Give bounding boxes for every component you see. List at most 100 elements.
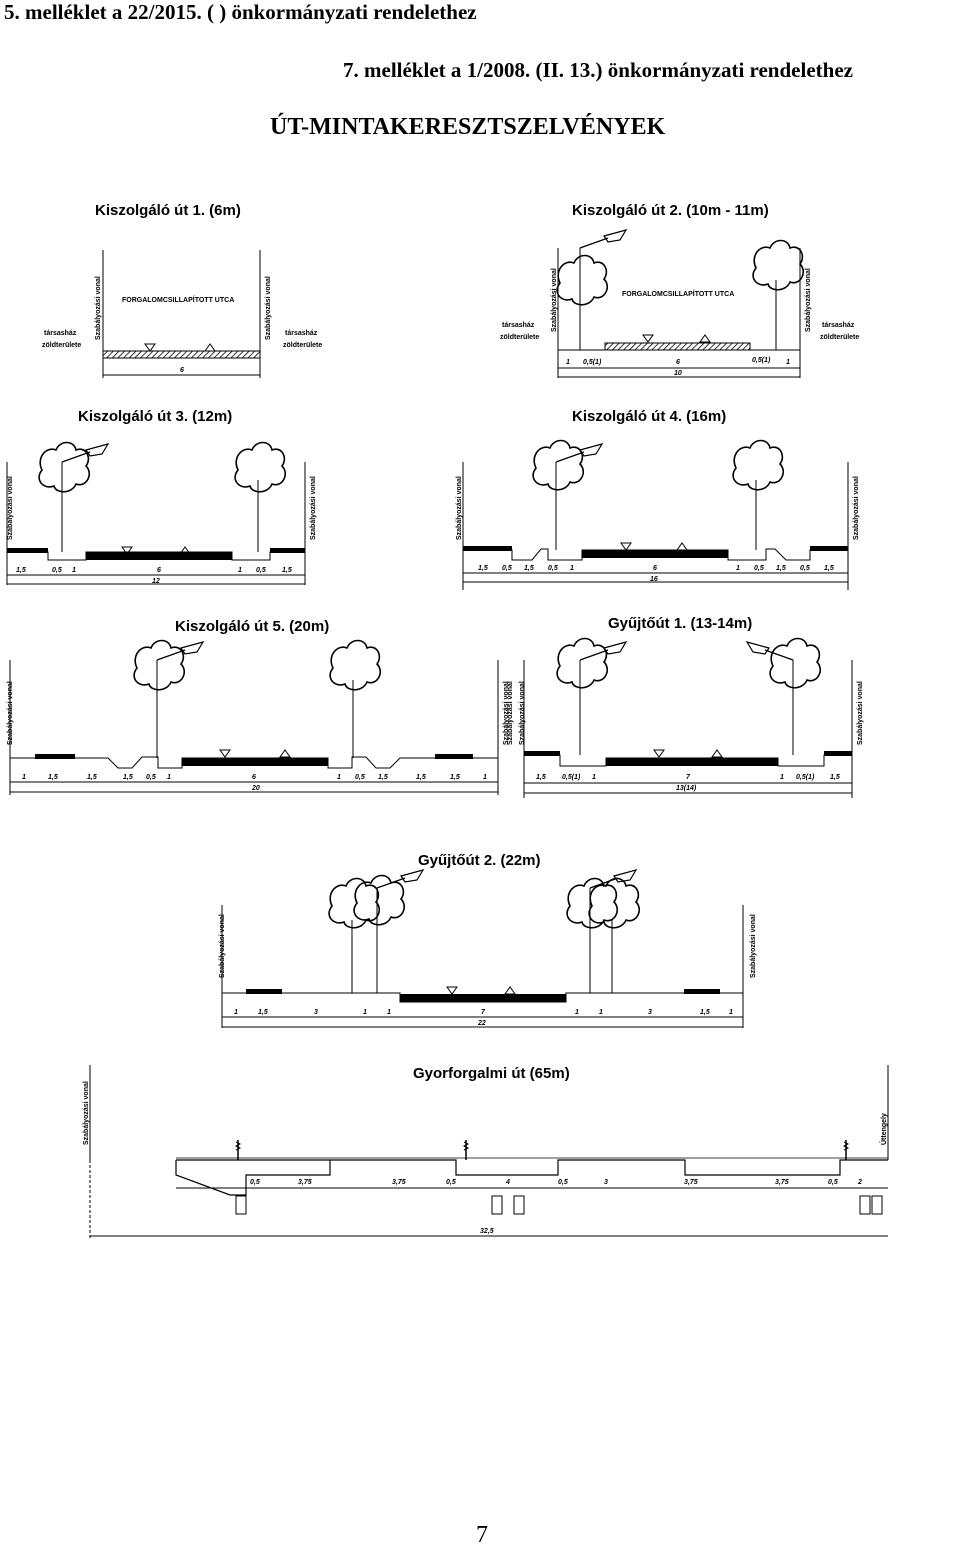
dimension-label: 1 [729,1009,733,1016]
green-area-label: zöldterülete [820,334,859,341]
dimension-label: 1,5 [87,774,97,781]
dimension-label: 0,5(1) [562,774,581,781]
regulation-line-label: Szabályozási vonal [750,914,757,978]
regulation-line-label: Szabályozási vonal [507,681,514,745]
document-title: ÚT-MINTAKERESZTSZELVÉNYEK [270,114,666,140]
dimension-label: 1 [599,1009,603,1016]
dimension-label: 1,5 [524,565,534,572]
tree-icon [133,639,186,691]
dimension-label: 16 [650,576,658,583]
tree-icon [353,874,406,926]
section-7-title: Gyűjtőút 2. (22m) [418,852,541,869]
dimension-label: 3 [314,1009,318,1016]
dimension-label: 1 [167,774,171,781]
dimension-label: 0,5 [52,567,62,574]
dimension-label: 1,5 [450,774,460,781]
dimension-label: 1,5 [416,774,426,781]
tree-icon [556,254,609,306]
street-lamp-icon [579,641,627,661]
dimension-label: 0,5(1) [583,359,602,366]
tree-icon [234,441,287,493]
regulation-line-label: Szabályozási vonal [519,681,526,745]
street-type-label: FORGALOMCSILLAPÍTOTT UTCA [122,295,234,304]
regulation-line-label: Szabályozási vonal [551,268,558,332]
dimension-label: 6 [157,567,161,574]
regulation-line-label: Szabályozási vonal [853,476,860,540]
dimension-label: 1 [570,565,574,572]
dimension-label: 20 [251,785,260,792]
tree-icon [769,637,822,689]
dimension-label: 1 [575,1009,579,1016]
section-kiszolgalo-1: Kiszolgáló út 1. (6m) Szabályozási vonal… [42,202,322,378]
dimension-label: 1,5 [776,565,786,572]
section-gyujtout-2: Gyűjtőút 2. (22m) Szabályozási vonal Sza… [219,852,757,1028]
dimension-label: 1,5 [378,774,388,781]
dimension-label: 3 [648,1009,652,1016]
green-area-label: társasház [44,330,77,337]
dimension-label: 1,5 [48,774,58,781]
street-lamp-icon [555,443,603,463]
dimension-label: 1 [234,1009,238,1016]
dimension-label: 3,75 [775,1179,789,1186]
dimension-label: 0,5(1) [752,357,771,364]
dimension-label: 1,5 [824,565,834,572]
dimension-label: 6 [653,565,657,572]
dimension-label: 0,5(1) [796,774,815,781]
dimension-label: 1,5 [282,567,292,574]
dimension-label: 13(14) [676,785,697,792]
green-area-label: társasház [822,322,855,329]
dimension-label: 3,75 [298,1179,312,1186]
section-gyorsforgalmi: Gyorforgalmi út (65m) Szabályozási vonal… [83,1065,889,1240]
tree-icon [38,441,91,493]
dimension-label: 0,5 [256,567,266,574]
street-type-label: FORGALOMCSILLAPÍTOTT UTCA [622,289,734,298]
guardrail-icon [234,1140,242,1160]
green-area-label: zöldterülete [283,342,322,349]
regulation-line-label: Szabályozási vonal [503,681,510,745]
dimension-label: 0,5 [558,1179,568,1186]
dimension-label: 1 [22,774,26,781]
header-line-2: 7. melléklet a 1/2008. (II. 13.) önkormá… [343,58,853,82]
tree-icon [732,439,785,491]
section-kiszolgalo-4: Kiszolgáló út 4. (16m) Szabályozási vona… [456,408,860,590]
section-gyujtout-1: Gyűjtőút 1. (13-14m) Szabályozási vonal … [507,615,864,798]
regulation-line-label: Szabályozási vonal [95,276,102,340]
dimension-label: 0,5 [146,774,156,781]
section-4-title: Kiszolgáló út 4. (16m) [572,408,726,425]
section-kiszolgalo-2: Kiszolgáló út 2. (10m - 11m) Szabályozás… [500,202,859,378]
street-lamp-icon [61,443,109,463]
section-1-title: Kiszolgáló út 1. (6m) [95,202,241,219]
regulation-line-label: Szabályozási vonal [219,914,226,978]
dimension-label: 2 [857,1179,862,1186]
page-number: 7 [476,1522,488,1548]
dimension-label: 1 [592,774,596,781]
tree-icon [532,439,585,491]
dimension-label: 1 [736,565,740,572]
dimension-label: 1 [337,774,341,781]
green-area-label: zöldterülete [500,334,539,341]
green-area-label: társasház [502,322,535,329]
green-area-label: társasház [285,330,318,337]
regulation-line-label: Szabályozási vonal [7,476,14,540]
section-3-title: Kiszolgáló út 3. (12m) [78,408,232,425]
section-5-title: Kiszolgáló út 5. (20m) [175,618,329,635]
dimension-label: 0,5 [800,565,810,572]
dimension-label: 0,5 [754,565,764,572]
dimension-label: 6 [676,359,680,366]
section-kiszolgalo-3: Kiszolgáló út 3. (12m) Szabályozási vona… [6,408,317,585]
regulation-line-label: Szabályozási vonal [857,681,864,745]
regulation-line-label: Szabályozási vonal [456,476,463,540]
street-lamp-icon [376,869,424,889]
dimension-label: 32,5 [480,1228,494,1235]
dimension-label: 1,5 [830,774,840,781]
tree-icon [329,639,382,691]
regulation-line-label: Szabályozási vonal [805,268,812,332]
dimension-label: 0,5 [446,1179,456,1186]
dimension-label: 12 [152,578,160,585]
dimension-label: 0,5 [548,565,558,572]
dimension-label: 1 [387,1009,391,1016]
street-lamp-icon [579,229,627,249]
dimension-label: 1,5 [478,565,488,572]
dimension-label: 1 [786,359,790,366]
green-area-label: zöldterülete [42,342,81,349]
